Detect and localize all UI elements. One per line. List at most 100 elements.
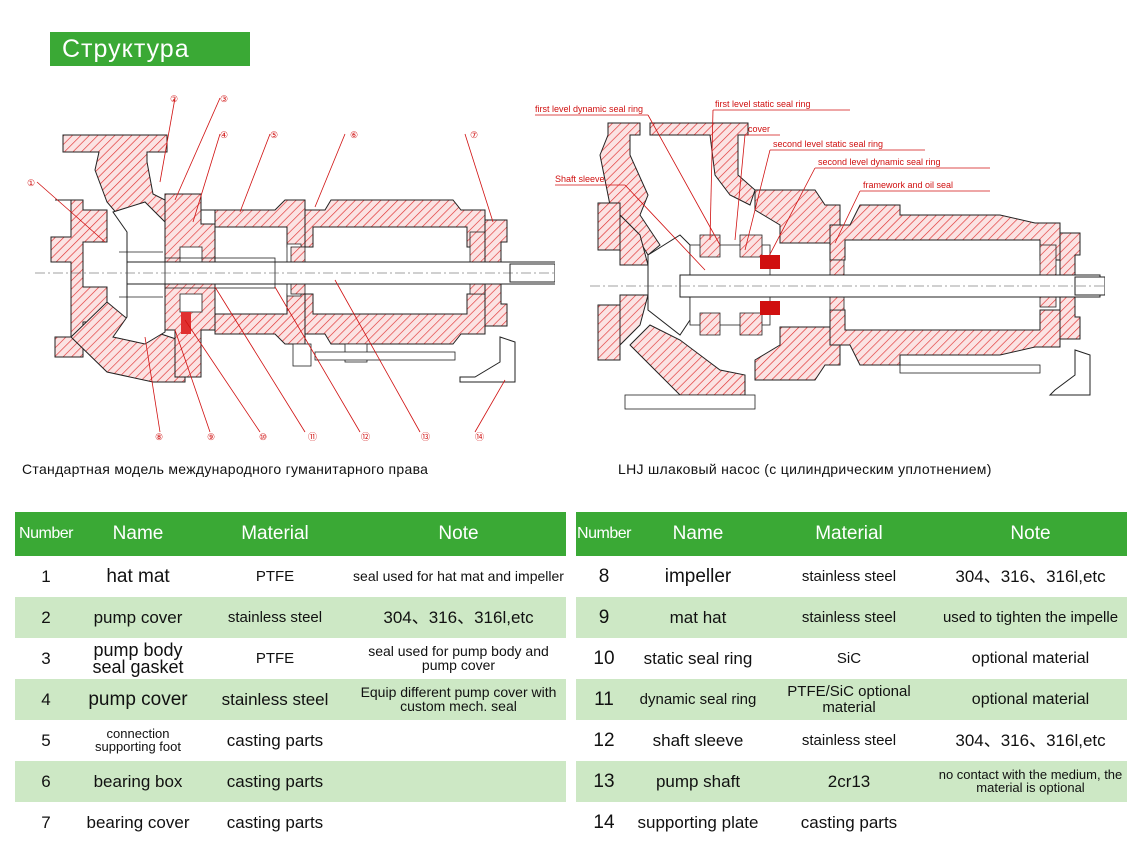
cell-material: casting parts — [226, 813, 324, 832]
label-second-static-seal: second level static seal ring — [773, 139, 883, 149]
table-row: 9 mat hat stainless steel used to tighte… — [576, 597, 1127, 638]
table-row: 5 connection supporting foot casting par… — [15, 720, 566, 761]
label-second-dynamic-seal: second level dynamic seal ring — [818, 157, 941, 167]
header-name: Name — [77, 512, 199, 556]
cell-note: 304、316、316l,etc — [351, 597, 566, 638]
cell-note: seal used for pump body and pump cover — [368, 643, 549, 673]
cell-name: impeller — [664, 566, 732, 587]
cell-material: PTFE — [255, 650, 295, 667]
cell-number: 11 — [576, 679, 632, 720]
cell-name: pump cover — [77, 679, 199, 720]
label-shaft-sleeve: Shaft sleeve — [555, 174, 605, 184]
cell-number: 6 — [15, 761, 77, 802]
callout-13: ⑬ — [421, 432, 430, 442]
cell-note: optional material — [971, 649, 1090, 667]
table-row: 7 bearing cover casting parts — [15, 802, 566, 843]
cell-material: stainless steel — [801, 568, 897, 585]
header-note: Note — [934, 512, 1127, 556]
callout-3: ③ — [220, 94, 228, 104]
cell-material: stainless steel — [199, 679, 351, 720]
cell-number: 7 — [41, 813, 51, 832]
cell-number: 9 — [576, 597, 632, 638]
callout-5: ⑤ — [270, 130, 278, 140]
cell-note — [351, 761, 566, 802]
callout-14: ⑭ — [475, 432, 484, 442]
pump-cross-section-standard: ① ② ③ ④ ⑤ ⑥ ⑦ ⑧ ⑨ ⑩ ⑪ ⑫ ⑬ ⑭ — [27, 94, 555, 442]
label-first-static-seal: first level static seal ring — [715, 99, 811, 109]
header-number: Number — [576, 512, 632, 556]
callout-7: ⑦ — [470, 130, 478, 140]
cell-material: casting parts — [800, 813, 898, 832]
cell-number: 4 — [15, 679, 77, 720]
cell-note: used to tighten the impelle — [934, 597, 1127, 638]
caption-standard-model: Стандартная модель международного гумани… — [22, 461, 429, 477]
header-material: Material — [199, 512, 351, 556]
section-title: Структура — [50, 32, 250, 66]
cell-number: 10 — [593, 648, 615, 669]
table-row: 14 supporting plate casting parts — [576, 802, 1127, 843]
cell-name: supporting plate — [637, 813, 759, 832]
cell-material: casting parts — [199, 761, 351, 802]
table-row: 10 static seal ring SiC optional materia… — [576, 638, 1127, 679]
table-row: 13 pump shaft 2cr13 no contact with the … — [576, 761, 1127, 802]
cell-number: 12 — [593, 730, 615, 751]
cell-material: stainless steel — [801, 732, 897, 749]
callout-11: ⑪ — [308, 432, 317, 442]
cell-number: 13 — [576, 761, 632, 802]
cell-name: hat mat — [106, 566, 170, 587]
table-row: 3 pump body seal gasket PTFE seal used f… — [15, 638, 566, 679]
table-row: 2 pump cover stainless steel 304、316、316… — [15, 597, 566, 638]
cell-note: optional material — [934, 679, 1127, 720]
header-material: Material — [764, 512, 934, 556]
cell-material: casting parts — [226, 731, 324, 750]
parts-table-right: Number Name Material Note 8 impeller sta… — [576, 512, 1127, 843]
cell-material: stainless steel — [199, 597, 351, 638]
cell-number: 3 — [41, 649, 51, 668]
cell-name: static seal ring — [643, 649, 753, 668]
label-framework-oil-seal: framework and oil seal — [863, 180, 953, 190]
cell-note — [351, 720, 566, 761]
cell-name: mat hat — [632, 597, 764, 638]
cell-note: no contact with the medium, the material… — [934, 761, 1127, 802]
seal-labels: first level dynamic seal ring first leve… — [535, 99, 953, 190]
callout-10: ⑩ — [259, 432, 267, 442]
cell-name: pump shaft — [632, 761, 764, 802]
callout-9: ⑨ — [207, 432, 215, 442]
cell-name: pump cover — [77, 597, 199, 638]
cell-material: PTFE/SiC optional material — [764, 679, 934, 720]
cell-name: shaft sleeve — [652, 731, 744, 750]
cell-number: 5 — [41, 731, 51, 750]
table-header: Number Name Material Note — [15, 512, 566, 556]
cell-material: PTFE — [255, 568, 295, 585]
cell-number: 14 — [593, 812, 615, 833]
cell-name: bearing box — [77, 761, 199, 802]
callout-1: ① — [27, 178, 35, 188]
cell-note — [351, 802, 566, 843]
cell-note: 304、316、316l,etc — [955, 567, 1106, 586]
callout-12: ⑫ — [361, 432, 370, 442]
cell-number: 1 — [41, 567, 51, 586]
table-row: 11 dynamic seal ring PTFE/SiC optional m… — [576, 679, 1127, 720]
caption-lhj-pump: LHJ шлаковый насос (с цилиндрическим упл… — [618, 461, 992, 477]
header-number: Number — [15, 512, 77, 556]
header-name: Name — [632, 512, 764, 556]
callout-4: ④ — [220, 130, 228, 140]
cell-material: SiC — [836, 650, 862, 667]
cell-note: Equip different pump cover with custom m… — [351, 679, 566, 720]
callout-2: ② — [170, 94, 178, 104]
table-row: 6 bearing box casting parts — [15, 761, 566, 802]
cell-note: 304、316、316l,etc — [955, 731, 1106, 750]
cell-number: 8 — [598, 566, 610, 587]
table-header: Number Name Material Note — [576, 512, 1127, 556]
cell-material: 2cr13 — [764, 761, 934, 802]
parts-table-left: Number Name Material Note 1 hat mat PTFE… — [15, 512, 566, 843]
table-row: 12 shaft sleeve stainless steel 304、316、… — [576, 720, 1127, 761]
callout-6: ⑥ — [350, 130, 358, 140]
label-cover: cover — [748, 124, 770, 134]
cell-name: connection supporting foot — [94, 726, 181, 754]
cell-name: dynamic seal ring — [632, 679, 764, 720]
table-row: 4 pump cover stainless steel Equip diffe… — [15, 679, 566, 720]
pump-cross-section-lhj: first level dynamic seal ring first leve… — [535, 99, 1105, 410]
cell-note: seal used for hat mat and impeller — [353, 567, 564, 584]
callouts: ① ② ③ ④ ⑤ ⑥ ⑦ ⑧ ⑨ ⑩ ⑪ ⑫ ⑬ ⑭ — [27, 94, 484, 442]
